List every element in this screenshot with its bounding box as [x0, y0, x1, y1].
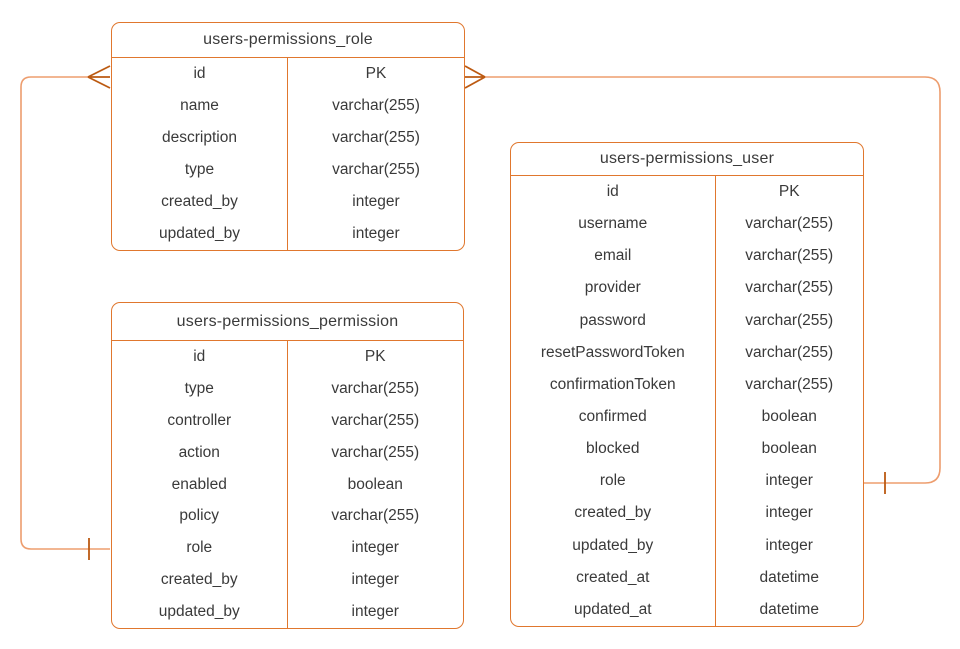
table-users-permissions-user[interactable]: users-permissions_user id PK username va… — [510, 142, 864, 627]
field-type: integer — [765, 536, 813, 554]
field-name: description — [112, 122, 288, 154]
field-name: username — [511, 208, 716, 241]
field-type: varchar(255) — [331, 507, 420, 525]
table-row: blocked boolean — [511, 433, 863, 466]
table-row: id PK — [511, 176, 863, 209]
field-name: password — [511, 304, 716, 337]
field-name: type — [112, 154, 288, 186]
field-name: controller — [112, 404, 288, 437]
field-name: confirmed — [511, 400, 716, 434]
field-name: enabled — [112, 468, 288, 501]
table-row: resetPasswordToken varchar(255) — [511, 336, 863, 369]
table-row: username varchar(255) — [511, 208, 863, 241]
field-type: integer — [765, 504, 813, 522]
table-row: id PK — [112, 341, 463, 373]
field-type: varchar(255) — [331, 411, 420, 429]
table-row: created_by integer — [112, 186, 464, 218]
table-row: provider varchar(255) — [511, 272, 863, 305]
field-type: boolean — [347, 475, 403, 493]
field-name: blocked — [511, 433, 716, 466]
table-row: created_by integer — [511, 497, 863, 530]
table-row: policy varchar(255) — [112, 500, 463, 533]
table-row: enabled boolean — [112, 468, 463, 501]
table-row: role integer — [112, 532, 463, 565]
table-row: role integer — [511, 465, 863, 498]
field-name: provider — [511, 272, 716, 305]
field-type: integer — [352, 225, 400, 242]
table-row: created_by integer — [112, 564, 463, 597]
table-row: action varchar(255) — [112, 436, 463, 469]
field-type: varchar(255) — [745, 247, 834, 265]
field-name: policy — [112, 500, 288, 533]
field-name: role — [511, 465, 716, 498]
field-name: email — [511, 240, 716, 273]
field-type: integer — [351, 539, 399, 557]
field-name: updated_at — [511, 593, 716, 626]
field-type: boolean — [761, 440, 817, 458]
field-type: boolean — [761, 408, 817, 426]
field-type: varchar(255) — [745, 375, 834, 393]
table-row: email varchar(255) — [511, 240, 863, 273]
field-type: integer — [765, 472, 813, 490]
table-rows: id PK name varchar(255) description varc… — [112, 58, 464, 250]
field-type: varchar(255) — [332, 97, 420, 114]
field-type: varchar(255) — [331, 443, 420, 461]
field-type: datetime — [759, 600, 819, 618]
field-name: created_by — [112, 564, 288, 597]
field-name: confirmationToken — [511, 368, 716, 401]
table-title: users-permissions_role — [112, 23, 464, 58]
field-name: role — [112, 532, 288, 565]
field-type: PK — [364, 347, 386, 365]
table-rows: id PK type varchar(255) controller varch… — [112, 341, 463, 629]
field-name: id — [511, 176, 716, 209]
field-type: varchar(255) — [331, 379, 420, 397]
table-row: confirmationToken varchar(255) — [511, 368, 863, 401]
field-name: action — [112, 436, 288, 469]
table-row: type varchar(255) — [112, 154, 464, 186]
field-name: updated_by — [112, 218, 288, 250]
field-type: varchar(255) — [745, 215, 834, 233]
crowfoot-many-icon — [87, 65, 111, 89]
table-row: description varchar(255) — [112, 122, 464, 154]
field-name: id — [112, 58, 288, 90]
crowfoot-many-icon — [464, 65, 486, 89]
field-type: varchar(255) — [745, 343, 834, 361]
field-name: updated_by — [112, 596, 288, 629]
table-rows: id PK username varchar(255) email varcha… — [511, 176, 863, 626]
table-title: users-permissions_user — [511, 143, 863, 176]
field-name: created_by — [511, 497, 716, 530]
field-name: type — [112, 372, 288, 405]
field-name: updated_by — [511, 529, 716, 562]
table-row: updated_by integer — [112, 218, 464, 250]
table-row: updated_at datetime — [511, 593, 863, 626]
table-row: created_at datetime — [511, 561, 863, 594]
table-row: name varchar(255) — [112, 90, 464, 122]
table-title: users-permissions_permission — [112, 303, 463, 341]
relation-role-permission-line — [20, 76, 110, 550]
field-name: name — [112, 90, 288, 122]
field-name: created_by — [112, 186, 288, 218]
table-row: password varchar(255) — [511, 304, 863, 337]
field-type: varchar(255) — [332, 129, 420, 146]
table-row: id PK — [112, 58, 464, 90]
table-users-permissions-role[interactable]: users-permissions_role id PK name varcha… — [111, 22, 465, 251]
table-row: controller varchar(255) — [112, 404, 463, 437]
field-type: datetime — [759, 568, 819, 586]
field-type: integer — [351, 571, 399, 589]
field-type: varchar(255) — [745, 311, 834, 329]
table-users-permissions-permission[interactable]: users-permissions_permission id PK type … — [111, 302, 464, 629]
table-row: confirmed boolean — [511, 400, 863, 434]
table-row: type varchar(255) — [112, 372, 463, 405]
field-type: varchar(255) — [745, 279, 834, 297]
field-type: integer — [352, 193, 400, 210]
table-row: updated_by integer — [511, 529, 863, 562]
table-row: updated_by integer — [112, 596, 463, 629]
field-name: id — [112, 341, 288, 373]
field-name: resetPasswordToken — [511, 336, 716, 369]
field-name: created_at — [511, 561, 716, 594]
field-type: PK — [778, 183, 800, 201]
field-type: integer — [351, 603, 399, 621]
field-type: varchar(255) — [332, 161, 420, 178]
field-type: PK — [365, 65, 387, 82]
